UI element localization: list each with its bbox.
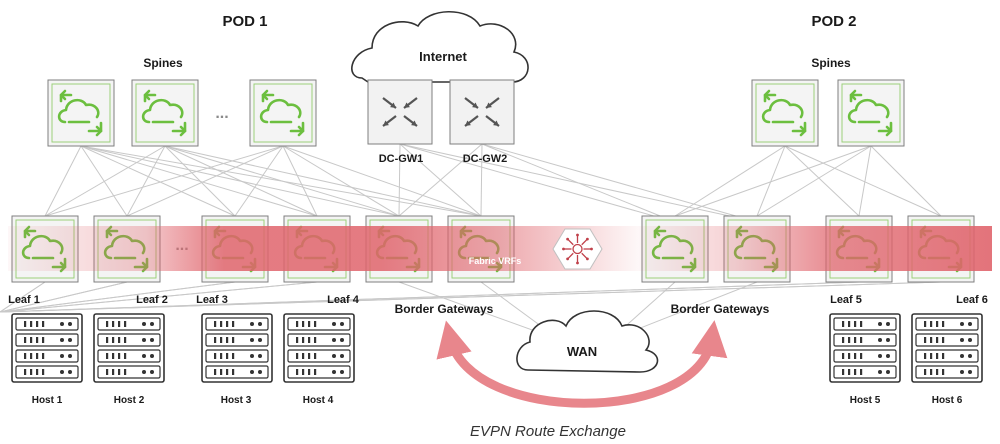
pod1-spine-2 (131, 79, 199, 147)
cloud-switch-icon (259, 89, 305, 137)
fabric-vrf-band (8, 226, 992, 271)
host-6-server (911, 313, 983, 383)
spine-ellipsis: ... (215, 105, 228, 122)
router-arrows-icon (464, 97, 500, 127)
host-2-label: Host 2 (114, 395, 145, 406)
border-gateways-label-pod1: Border Gateways (395, 302, 494, 316)
cloud-switch-icon (847, 89, 893, 137)
pod2-spine-1 (751, 79, 819, 147)
border-gateways-label-pod2: Border Gateways (671, 302, 770, 316)
pod2-spines-label: Spines (811, 56, 851, 70)
cloud-switch-icon (141, 89, 187, 137)
dc-gw1-label: DC-GW1 (379, 153, 424, 165)
evpn-arrow (436, 320, 728, 408)
host-1-label: Host 1 (32, 395, 63, 406)
pod1-spines-label: Spines (143, 56, 183, 70)
leaf-2-label: Leaf 2 (136, 294, 168, 306)
leaf-5-label: Leaf 5 (830, 294, 862, 306)
host-5-server (829, 313, 901, 383)
leaf-3-label: Leaf 3 (196, 294, 228, 306)
host-4-label: Host 4 (303, 395, 334, 406)
pod1-title: POD 1 (222, 13, 267, 30)
leaf-1-label: Leaf 1 (8, 294, 40, 306)
internet-label: Internet (419, 49, 467, 64)
pod2-title: POD 2 (811, 13, 856, 30)
host-2-server (93, 313, 165, 383)
host-3-label: Host 3 (221, 395, 252, 406)
pod1-spine-1 (47, 79, 115, 147)
evpn-route-exchange-label: EVPN Route Exchange (470, 423, 626, 440)
host-6-label: Host 6 (932, 395, 963, 406)
host-1-server (11, 313, 83, 383)
vrf-router-icon (552, 228, 603, 270)
pod2-spine-2 (837, 79, 905, 147)
wan-cloud (516, 310, 659, 373)
cloud-switch-icon (761, 89, 807, 137)
dc-gw1-router (367, 79, 433, 145)
dc-gw2-router (449, 79, 515, 145)
pod1-spine-3 (249, 79, 317, 147)
host-3-server (201, 313, 273, 383)
internet-cloud (351, 10, 529, 83)
leaf-6-label: Leaf 6 (956, 294, 988, 306)
host-5-label: Host 5 (850, 395, 881, 406)
fabric-vrfs-label: Fabric VRFs (469, 256, 522, 266)
wan-label: WAN (567, 344, 597, 359)
leaf-4-label: Leaf 4 (327, 294, 360, 306)
host-4-server (283, 313, 355, 383)
cloud-switch-icon (57, 89, 103, 137)
dc-gw2-label: DC-GW2 (463, 153, 508, 165)
router-arrows-icon (382, 97, 418, 127)
